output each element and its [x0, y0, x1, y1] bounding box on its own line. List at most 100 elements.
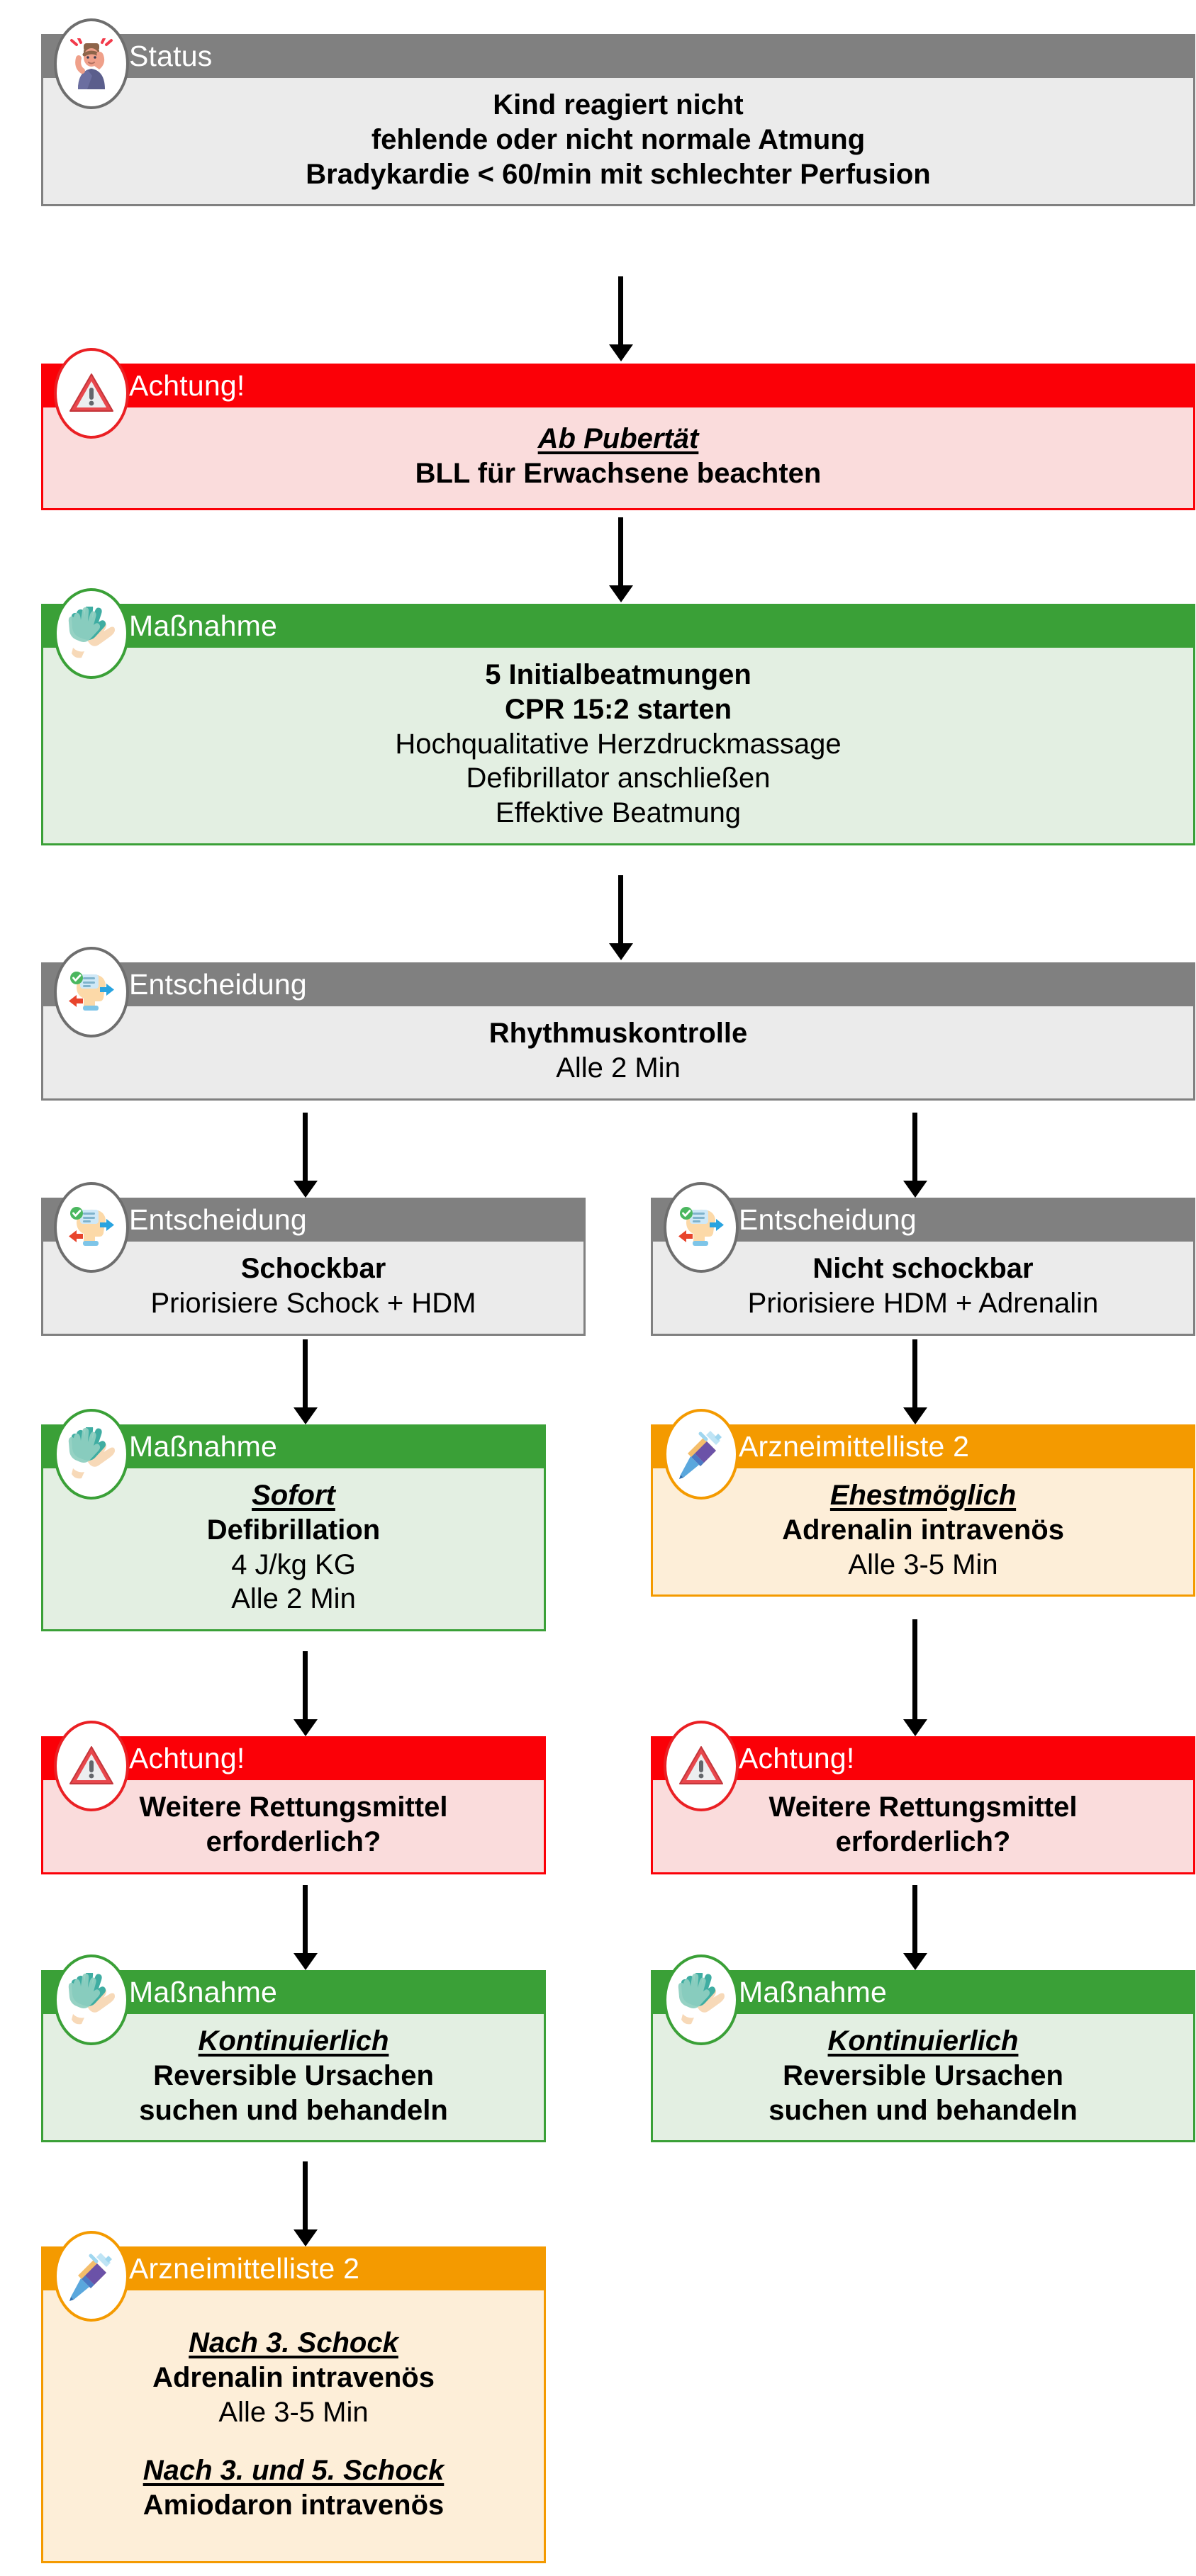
gloves-icon: [68, 607, 115, 658]
node-body-line: Nicht schockbar: [812, 1253, 1034, 1284]
node-body-line: Adrenalin intravenös: [152, 2361, 435, 2393]
arrow-status-to-achtung: [618, 276, 623, 346]
node-body-line: CPR 15:2 starten: [504, 693, 732, 725]
warning-triangle-icon: [69, 1746, 113, 1784]
node-body-line: Priorisiere Schock + HDM: [150, 1287, 476, 1319]
node-body-line: Kontinuierlich: [198, 2025, 389, 2057]
badge-warning-triangle-icon: [54, 348, 129, 439]
node-body-line: Weitere Rettungsmittel: [769, 1792, 1078, 1823]
node-body-line: Kontinuierlich: [827, 2025, 1019, 2057]
badge-syringe-icon: [664, 1409, 739, 1500]
node-body-line: Sofort: [252, 1480, 335, 1511]
arrow-ursachen-to-arznei: [303, 2161, 308, 2231]
node-body-line: Ab Pubertät: [537, 423, 699, 455]
arrow-schockbar-to-defi: [303, 1339, 308, 1409]
node-body-line: erforderlich?: [835, 1826, 1011, 1857]
node-body-line: Reversible Ursachen: [153, 2059, 434, 2091]
gloves-icon: [68, 1427, 115, 1479]
node-body-line: Priorisiere HDM + Adrenalin: [747, 1287, 1099, 1319]
node-body-line: Weitere Rettungsmittel: [139, 1792, 448, 1823]
node-body-line: Rhythmuskontrolle: [488, 1018, 748, 1049]
node-body-line: Kind reagiert nicht: [493, 89, 744, 120]
person-confused-icon: [70, 38, 113, 89]
node-body-line: BLL für Erwachsene beachten: [415, 458, 822, 489]
badge-gloves-icon: [54, 1955, 129, 2045]
node-header-label: Achtung!: [651, 1736, 1195, 1780]
node-header-label: Achtung!: [41, 364, 1195, 407]
node-header-label: Maßnahme: [651, 1970, 1195, 2014]
node-header-label: Status: [41, 34, 1195, 78]
node-body-line: Nach 3. und 5. Schock: [142, 2455, 445, 2487]
node-body-line: Ehestmöglich: [829, 1480, 1017, 1511]
badge-gloves-icon: [54, 588, 129, 679]
badge-decision-head-icon: [664, 1182, 739, 1273]
node-header-label: Arzneimittelliste 2: [651, 1424, 1195, 1468]
node-body-line: Hochqualitative Herzdruckmassage: [395, 728, 842, 760]
arrow-adrenalin-to-achtung: [912, 1619, 917, 1721]
node-body-line: 5 Initialbeatmungen: [485, 659, 751, 690]
node-header-label: Entscheidung: [651, 1198, 1195, 1242]
node-body-line: Bradykardie < 60/min mit schlechter Perf…: [306, 158, 931, 190]
node-header-label: Entscheidung: [41, 1198, 586, 1242]
arrow-nichtschockbar-to-adrenalin: [912, 1339, 917, 1409]
node-header-label: Maßnahme: [41, 604, 1195, 648]
decision-head-icon: [69, 972, 114, 1011]
arrow-defi-to-achtung: [303, 1651, 308, 1721]
node-body-line: Defibrillation: [206, 1514, 381, 1546]
badge-gloves-icon: [664, 1955, 739, 2045]
warning-triangle-icon: [679, 1746, 723, 1784]
syringe-icon: [679, 1431, 722, 1479]
node-body-line: fehlende oder nicht normale Atmung: [371, 123, 866, 155]
arrow-rhythmus-to-schockbar: [303, 1113, 308, 1182]
arrow-massnahme-to-entscheidung: [618, 875, 623, 945]
badge-person-confused-icon: [54, 18, 129, 109]
badge-warning-triangle-icon: [54, 1721, 129, 1811]
badge-gloves-icon: [54, 1409, 129, 1500]
arrow-rhythmus-to-nichtschockbar: [912, 1113, 917, 1182]
badge-warning-triangle-icon: [664, 1721, 739, 1811]
badge-decision-head-icon: [54, 947, 129, 1037]
node-body-line: Defibrillator anschließen: [466, 763, 771, 794]
arrow-achtung-to-ursachen-right: [912, 1885, 917, 1955]
node-body-line: Amiodaron intravenös: [142, 2490, 445, 2521]
node-body-line: 4 J/kg KG: [231, 1548, 356, 1580]
node-body-line: Alle 3-5 Min: [848, 1548, 998, 1580]
node-body-line: suchen und behandeln: [139, 2094, 448, 2126]
node-body-line: Schockbar: [240, 1253, 386, 1284]
gloves-icon: [68, 1973, 115, 2025]
arrow-achtung-to-ursachen-left: [303, 1885, 308, 1955]
syringe-icon: [69, 2253, 112, 2301]
node-body-line: Nach 3. Schock: [189, 2327, 398, 2358]
decision-head-icon: [678, 1207, 724, 1246]
node-body-line: erforderlich?: [206, 1826, 381, 1857]
node-header-label: Entscheidung: [41, 962, 1195, 1006]
gloves-icon: [678, 1973, 725, 2025]
badge-decision-head-icon: [54, 1182, 129, 1273]
warning-triangle-icon: [69, 373, 113, 412]
